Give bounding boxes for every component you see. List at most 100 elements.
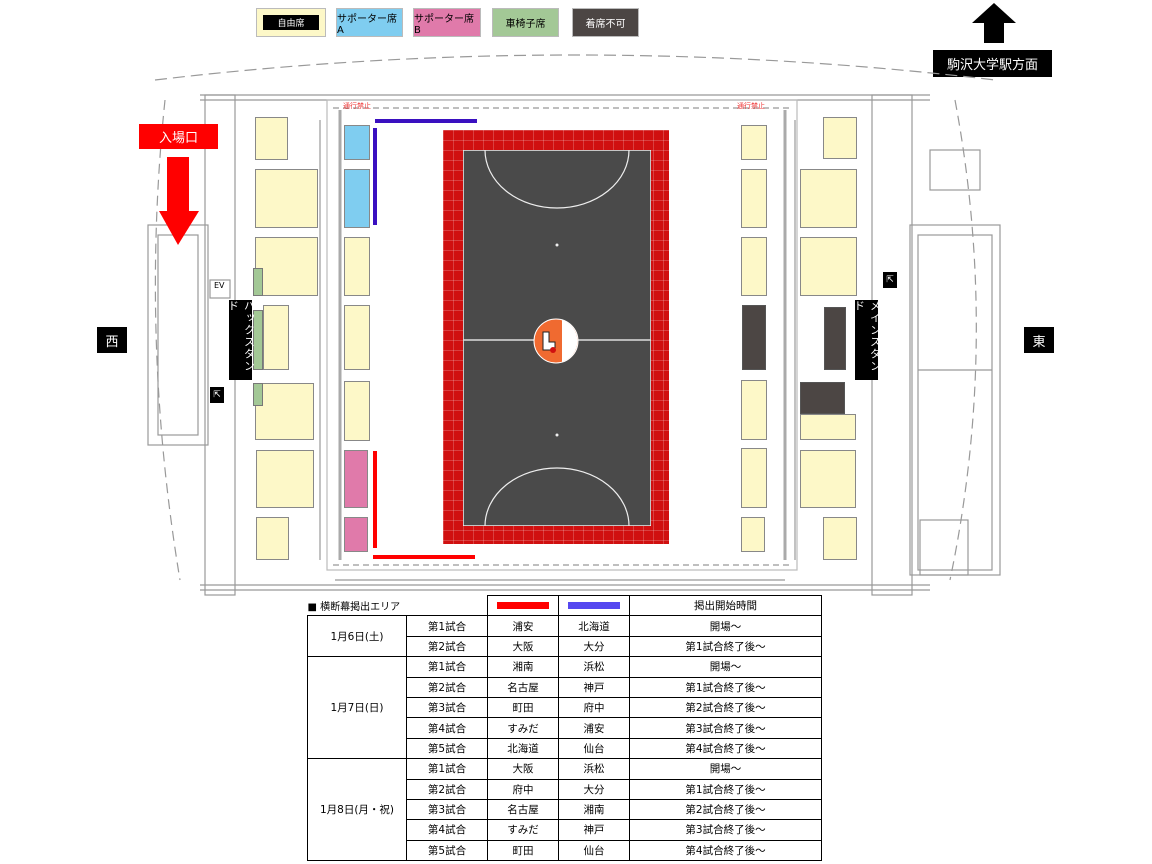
red-team-cell: 名古屋 — [487, 798, 559, 821]
red-team-cell: 大阪 — [487, 635, 559, 658]
table-row: 1月7日(日)第1試合湘南浜松開場～ — [307, 656, 822, 760]
table-row: 第2試合名古屋神戸第1試合終了後～ — [308, 676, 822, 698]
seat-block-supporter-b — [344, 450, 368, 508]
seat-block-free — [823, 117, 857, 159]
date-cell: 1月8日(月・祝) — [307, 758, 407, 862]
start-time-cell: 第2試合終了後～ — [629, 798, 822, 821]
seat-block-supporter-a — [344, 125, 370, 160]
table-row: 第3試合町田府中第2試合終了後～ — [308, 696, 822, 719]
seat-block-free — [741, 448, 767, 508]
seat-block-free — [741, 125, 767, 160]
blue-team-cell: 北海道 — [558, 615, 630, 637]
seat-block-free — [741, 517, 765, 552]
blue-team-cell: 浦安 — [558, 717, 630, 739]
seat-block-free — [255, 117, 288, 160]
back-stand-label: バックスタンド — [227, 300, 256, 380]
seat-block-free — [255, 383, 314, 440]
date-cell: 1月6日(土) — [307, 615, 407, 658]
match-cell: 第1試合 — [406, 758, 488, 780]
blue-team-cell: 湘南 — [558, 798, 630, 821]
seat-block-free — [255, 169, 318, 228]
entrance-label: 入場口 — [139, 124, 218, 149]
red-banner-header — [487, 594, 559, 617]
legend-supporter-a: サポーター席A — [336, 8, 403, 37]
seat-block-free — [256, 450, 314, 508]
legend-no-seating: 着席不可 — [572, 8, 639, 37]
red-team-cell: 北海道 — [487, 737, 559, 760]
seat-block-free — [800, 414, 856, 440]
direction-label: 駒沢大学駅方面 — [933, 50, 1052, 77]
seat-block-no-seating — [824, 307, 846, 370]
blue-team-cell: 府中 — [558, 696, 630, 719]
seat-block-free — [741, 237, 767, 296]
blue-team-cell: 仙台 — [558, 839, 630, 862]
table-row: 第5試合町田仙台第4試合終了後～ — [308, 839, 822, 862]
entrance-arrow-icon — [159, 157, 199, 245]
legend-label: サポーター席A — [337, 13, 397, 36]
start-time-cell: 第3試合終了後～ — [629, 717, 822, 739]
red-team-cell: 町田 — [487, 696, 559, 719]
red-team-cell: すみだ — [487, 819, 559, 841]
match-cell: 第1試合 — [406, 656, 488, 678]
seat-block-free — [800, 169, 857, 228]
legend-supporter-b: サポーター席B — [413, 8, 481, 37]
seat-block-free — [344, 237, 370, 296]
seat-block-free — [741, 380, 767, 440]
match-cell: 第4試合 — [406, 819, 488, 841]
seat-block-free — [800, 237, 857, 296]
start-time-cell: 第4試合終了後～ — [629, 839, 822, 862]
legend-wheelchair: 車椅子席 — [492, 8, 559, 37]
table-title: ■ 横断幕掲出エリア — [307, 601, 401, 613]
start-time-cell: 第3試合終了後～ — [629, 819, 822, 841]
blue-team-cell: 浜松 — [558, 656, 630, 678]
seat-block-supporter-b — [344, 517, 368, 552]
table-row: 1月6日(土)第1試合浦安北海道開場～ — [307, 615, 822, 658]
table-row: 第3試合名古屋湘南第2試合終了後～ — [308, 798, 822, 821]
main-stand-label: メインスタンド — [853, 300, 882, 380]
match-cell: 第5試合 — [406, 737, 488, 760]
date-cell: 1月7日(日) — [307, 656, 407, 760]
seat-block-wheelchair — [253, 268, 263, 296]
seat-block-free — [344, 305, 370, 370]
table-row: 1月8日(月・祝)第1試合大阪浜松開場～ — [307, 758, 822, 862]
red-team-cell: すみだ — [487, 717, 559, 739]
seat-block-free — [823, 517, 857, 560]
banner-area-red-horizontal — [373, 555, 475, 559]
match-cell: 第1試合 — [406, 615, 488, 637]
seat-block-free — [263, 305, 289, 370]
blue-team-cell: 神戸 — [558, 819, 630, 841]
blue-team-cell: 仙台 — [558, 737, 630, 760]
start-time-cell: 第4試合終了後～ — [629, 737, 822, 760]
start-time-cell: 第1試合終了後～ — [629, 676, 822, 698]
match-cell: 第2試合 — [406, 676, 488, 698]
start-time-cell: 第2試合終了後～ — [629, 696, 822, 719]
match-cell: 第5試合 — [406, 839, 488, 862]
blue-team-cell: 大分 — [558, 778, 630, 800]
match-cell: 第2試合 — [406, 635, 488, 658]
no-passage-label-east: 通行禁止 — [737, 102, 765, 110]
legend-label: 着席不可 — [585, 19, 626, 30]
seat-block-no-seating — [742, 305, 766, 370]
red-team-cell: 町田 — [487, 839, 559, 862]
legend-label: 車椅子席 — [505, 19, 546, 30]
east-label: 東 — [1024, 327, 1054, 353]
blue-team-cell: 神戸 — [558, 676, 630, 698]
red-team-cell: 大阪 — [487, 758, 559, 780]
no-passage-label-west: 通行禁止 — [343, 102, 371, 110]
seat-block-free — [344, 381, 370, 441]
match-cell: 第3試合 — [406, 696, 488, 719]
elevator-label: EV — [214, 281, 225, 290]
seat-block-wheelchair — [253, 310, 263, 370]
west-label: 西 — [97, 327, 127, 353]
match-cell: 第4試合 — [406, 717, 488, 739]
table-row: 第5試合北海道仙台第4試合終了後～ — [308, 737, 822, 760]
match-cell: 第2試合 — [406, 778, 488, 800]
legend-free-seat: 自由席 — [256, 8, 326, 37]
league-logo — [533, 318, 579, 364]
banner-area-blue-vertical — [373, 128, 377, 225]
seat-block-supporter-a — [344, 169, 370, 228]
match-cell: 第3試合 — [406, 798, 488, 821]
start-time-cell: 開場～ — [629, 758, 822, 780]
blue-team-cell: 大分 — [558, 635, 630, 658]
